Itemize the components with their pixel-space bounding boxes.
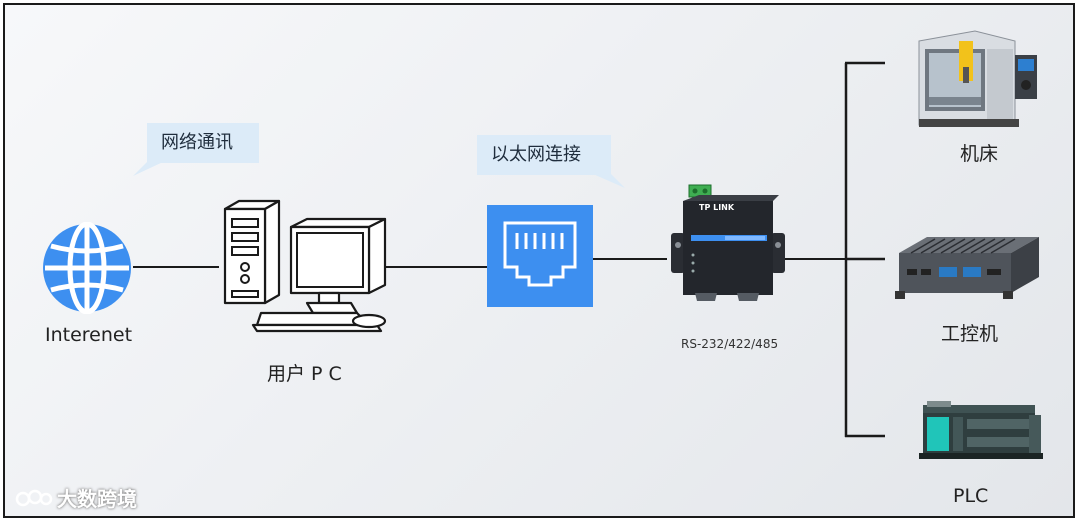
connection-lines (133, 61, 885, 438)
watermark-text: 大数跨境 (57, 487, 137, 511)
bubble-ethernet-link-text: 以太网连接 (477, 135, 611, 175)
cnc-machine-icon (915, 27, 1039, 131)
user-pc-label: 用户 P C (267, 363, 342, 385)
plc-label: PLC (953, 485, 989, 507)
watermark-logo-icon (15, 489, 53, 506)
industrial-pc-label: 工控机 (941, 323, 999, 345)
ethernet-port-icon (487, 205, 593, 307)
converter-label: RS-232/422/485 (681, 337, 779, 351)
bubble-network-comm-text: 网络通讯 (147, 123, 259, 163)
watermark: 大数跨境 (15, 483, 137, 512)
internet-label: Interenet (45, 324, 133, 346)
globe-icon (41, 222, 133, 314)
bubble-network-comm: 网络通讯 (133, 123, 259, 176)
serial-server-icon: TP LINK (669, 183, 787, 305)
bubble-tail (133, 162, 163, 176)
plc-icon (917, 397, 1043, 463)
device-brand: TP LINK (699, 203, 735, 212)
desktop-pc-icon (217, 195, 389, 340)
diagram-frame: 网络通讯 以太网连接 Interenet (3, 3, 1075, 518)
bubble-tail (593, 174, 625, 188)
machine-tool-label: 机床 (960, 143, 999, 165)
industrial-pc-icon (891, 233, 1043, 305)
bubble-ethernet-link: 以太网连接 (477, 135, 625, 188)
